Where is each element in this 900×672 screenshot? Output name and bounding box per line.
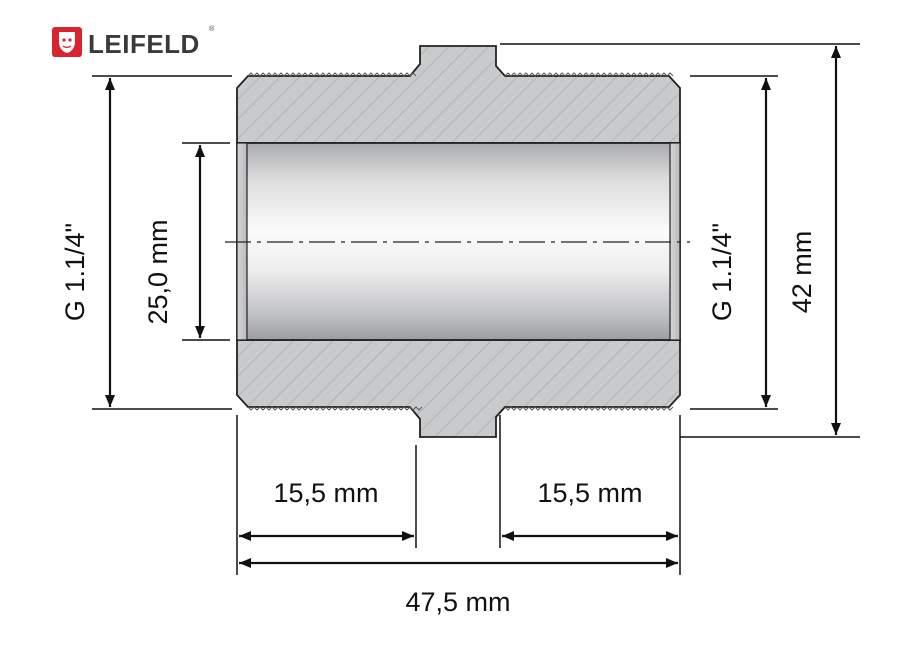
upper-wall-section <box>236 45 681 144</box>
brand-name: LEIFELD <box>88 29 200 59</box>
upper-left-thread <box>247 72 417 77</box>
dimension-lines <box>105 46 841 568</box>
extension-lines <box>92 43 860 575</box>
hex-size-label: 42 mm <box>787 231 817 314</box>
upper-right-thread <box>504 72 674 77</box>
logo-face-icon <box>59 32 75 53</box>
leifeld-logo: LEIFELD ® <box>52 25 215 59</box>
left-thread-label: G 1.1/4" <box>60 223 90 321</box>
overall-length-label: 47,5 mm <box>405 587 510 617</box>
fitting-body <box>225 45 690 438</box>
right-thread-label: G 1.1/4" <box>707 223 737 321</box>
right-thread-length-label: 15,5 mm <box>537 478 642 508</box>
lower-left-thread <box>247 406 423 411</box>
left-thread-length-label: 15,5 mm <box>273 478 378 508</box>
lower-right-thread <box>504 406 674 411</box>
registered-mark: ® <box>209 25 215 33</box>
dimension-labels: G 1.1/4" 25,0 mm G 1.1/4" 42 mm 15,5 mm … <box>60 219 817 617</box>
bore-diameter-label: 25,0 mm <box>143 219 173 324</box>
lower-wall-section <box>236 339 681 438</box>
